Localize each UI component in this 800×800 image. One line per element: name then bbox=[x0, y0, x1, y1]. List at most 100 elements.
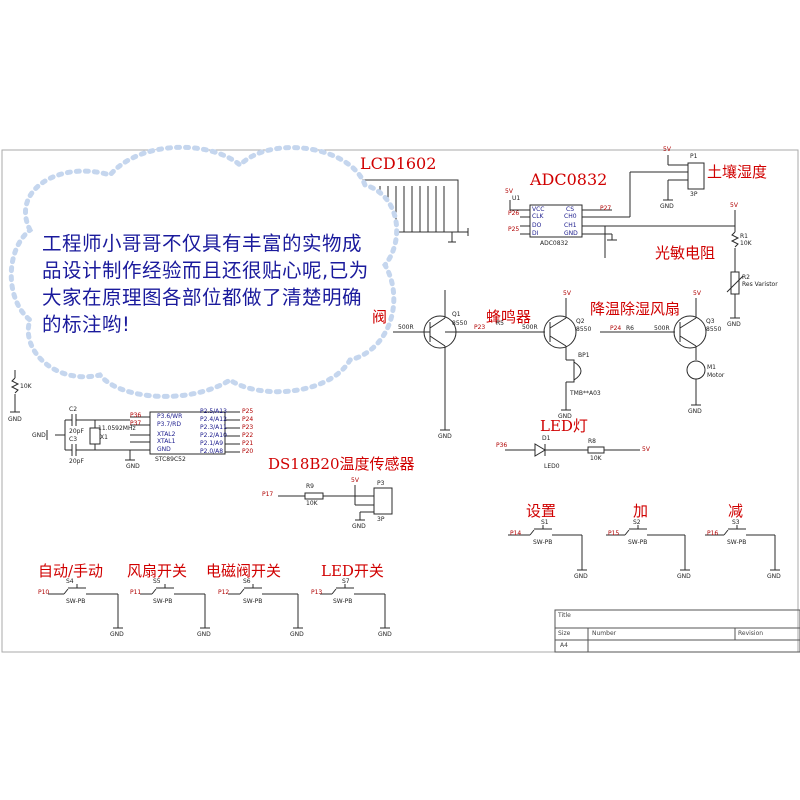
adc-chip bbox=[509, 171, 735, 258]
s5-type: SW-PB bbox=[153, 598, 173, 605]
photo-divider bbox=[726, 210, 744, 319]
p3-type: 3P bbox=[377, 516, 385, 523]
adc-pin-vcc: VCC bbox=[532, 206, 545, 213]
ds-5v: 5V bbox=[351, 477, 359, 484]
title-block-a4: A4 bbox=[560, 642, 568, 649]
adc-pin-di: DI bbox=[532, 230, 539, 237]
title-block-number: Number bbox=[592, 630, 617, 637]
c3-label: C3 bbox=[69, 436, 78, 443]
net-p14: P14 bbox=[510, 530, 522, 537]
mcu-part: STC89C52 bbox=[155, 456, 186, 463]
c2-label: C2 bbox=[69, 406, 78, 413]
q2-gnd: GND bbox=[558, 413, 572, 420]
net-p36: P36 bbox=[496, 442, 508, 449]
q3-transistor bbox=[600, 298, 707, 406]
crystal-circuit bbox=[46, 414, 130, 456]
s1-gnd: GND bbox=[574, 573, 588, 580]
s4-label: S4 bbox=[66, 578, 74, 585]
mcu-net-2: P24 bbox=[242, 416, 254, 423]
crystal-gnd: GND bbox=[32, 432, 46, 439]
adc-pin-ch1: CH1 bbox=[564, 222, 577, 229]
r5-label: R5 bbox=[496, 320, 504, 327]
net-p27: P27 bbox=[600, 205, 612, 212]
mcu-net-4: P22 bbox=[242, 432, 254, 439]
left-r-val: 10K bbox=[20, 383, 32, 390]
sub-label: 减 bbox=[728, 502, 744, 520]
r2-label: R2 bbox=[742, 274, 750, 281]
adc-label: ADC0832 bbox=[530, 170, 608, 189]
r8-label: R8 bbox=[588, 438, 596, 445]
d1-label: D1 bbox=[542, 435, 551, 442]
m1-type: Motor bbox=[707, 372, 725, 379]
r1-val: 10K bbox=[740, 240, 752, 247]
q1-res: 500R bbox=[398, 324, 414, 331]
s5-label: S5 bbox=[153, 578, 161, 585]
valve-label: 阀 bbox=[372, 308, 388, 326]
mcu-pin-r3: P2.3/A11 bbox=[200, 424, 227, 431]
s4-type: SW-PB bbox=[66, 598, 86, 605]
auto-manual-label: 自动/手动 bbox=[38, 562, 104, 580]
x1-val: 11.0592MHz bbox=[98, 425, 136, 432]
r9-label: R9 bbox=[306, 483, 314, 490]
led-circuit bbox=[505, 443, 640, 457]
s6-gnd: GND bbox=[290, 631, 304, 638]
led-switch-label: LED开关 bbox=[321, 562, 384, 580]
adc-pin-gnd: GND bbox=[564, 230, 578, 237]
s2-gnd: GND bbox=[677, 573, 691, 580]
mcu-net-1: P25 bbox=[242, 408, 254, 415]
p3-label: P3 bbox=[377, 480, 385, 487]
reset-resistor bbox=[10, 370, 20, 413]
ds18b20-connector bbox=[278, 485, 393, 521]
net-p13: P13 bbox=[311, 589, 323, 596]
title-block-revision: Revision bbox=[738, 630, 764, 637]
s3-gnd: GND bbox=[767, 573, 781, 580]
lcd-label: LCD1602 bbox=[360, 154, 437, 173]
mcu-chip bbox=[125, 411, 240, 461]
r1-5v: 5V bbox=[730, 202, 738, 209]
mcu-pin-4: XTAL1 bbox=[157, 438, 176, 445]
buzzer-label: 蜂鸣器 bbox=[486, 308, 532, 326]
s7-type: SW-PB bbox=[333, 598, 353, 605]
mcu-net-p36: P36 bbox=[130, 412, 142, 419]
q3-gnd: GND bbox=[688, 408, 702, 415]
mcu-pin-2: P3.7/RD bbox=[157, 421, 181, 428]
d1-type: LED0 bbox=[544, 463, 560, 470]
add-label: 加 bbox=[633, 502, 649, 520]
q1-type: 8550 bbox=[452, 320, 468, 327]
valve-switch-label: 电磁阀开关 bbox=[206, 562, 282, 580]
adc-pin-do: DO bbox=[532, 222, 542, 229]
r9-val: 10K bbox=[306, 500, 318, 507]
r1-label: R1 bbox=[740, 233, 748, 240]
m1-label: M1 bbox=[707, 364, 716, 371]
s2-type: SW-PB bbox=[628, 539, 648, 546]
s4-gnd: GND bbox=[110, 631, 124, 638]
r2-gnd: GND bbox=[727, 321, 741, 328]
bp1-type: TMB**A03 bbox=[570, 390, 601, 397]
s3-type: SW-PB bbox=[727, 539, 747, 546]
title-block bbox=[554, 609, 800, 653]
net-p11: P11 bbox=[130, 589, 142, 596]
s5-gnd: GND bbox=[197, 631, 211, 638]
soil-connector bbox=[663, 155, 705, 201]
net-p10: P10 bbox=[38, 589, 50, 596]
mcu-pin-r5: P2.1/A9 bbox=[200, 440, 224, 447]
q1-gnd: GND bbox=[438, 433, 452, 440]
q3-5v: 5V bbox=[693, 290, 701, 297]
mcu-pin-r4: P2.2/A10 bbox=[200, 432, 227, 439]
net-p17: P17 bbox=[262, 491, 274, 498]
c3-val: 20pF bbox=[69, 458, 84, 465]
net-p15: P15 bbox=[608, 530, 620, 537]
s6-type: SW-PB bbox=[243, 598, 263, 605]
mcu-net-3: P23 bbox=[242, 424, 254, 431]
r6-label: R6 bbox=[626, 325, 634, 332]
p1-gnd: GND bbox=[660, 203, 674, 210]
photo-label: 光敏电阻 bbox=[655, 244, 716, 262]
mcu-pin-r2: P2.4/A12 bbox=[200, 416, 227, 423]
fan-label: 降温除湿风扇 bbox=[590, 300, 681, 318]
mcu-net-p37: P37 bbox=[130, 420, 142, 427]
mcu-gnd: GND bbox=[126, 463, 140, 470]
q1-label: Q1 bbox=[452, 311, 461, 318]
left-gnd: GND bbox=[8, 416, 22, 423]
c2-val: 20pF bbox=[69, 428, 84, 435]
mcu-pin-3: XTAL2 bbox=[157, 431, 176, 438]
